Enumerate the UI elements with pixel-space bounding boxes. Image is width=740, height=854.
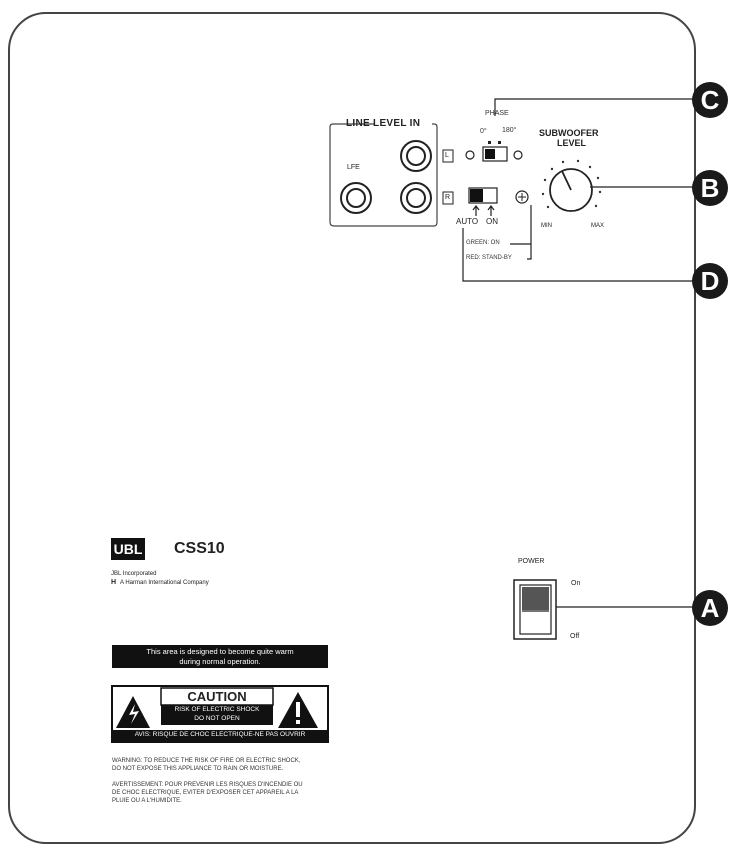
power-on-label: On xyxy=(571,580,581,587)
subwoofer-level-knob xyxy=(541,159,602,212)
subwoofer-level-title-2: LEVEL xyxy=(557,138,587,148)
callout-b: B xyxy=(692,170,728,206)
power-label: POWER xyxy=(518,558,545,565)
warning-line-2: DO NOT EXPOSE THIS APPLIANCE TO RAIN OR … xyxy=(112,766,284,772)
callout-d: D xyxy=(692,263,728,299)
line-level-in-label: LINE LEVEL IN xyxy=(346,118,421,129)
avertissement-line-2: DE CHOC ELECTRIQUE, EVITER D'EXPOSER CET… xyxy=(112,790,299,796)
lfe-rca-jack xyxy=(340,182,372,214)
rear-panel-outline xyxy=(8,12,696,844)
caution-line-1: RISK OF ELECTRIC SHOCK xyxy=(174,706,260,713)
phase-switch xyxy=(465,141,523,162)
power-rocker-switch xyxy=(513,579,557,640)
heat-notice-line-2: during normal operation. xyxy=(179,657,261,666)
caution-footer: AVIS: RISQUE DE CHOC ELECTRIQUE-NE PAS O… xyxy=(134,731,306,738)
company-line-2: A Harman International Company xyxy=(120,580,209,586)
leader-d xyxy=(462,228,693,282)
lfe-label: LFE xyxy=(347,164,360,171)
model-name: CSS10 xyxy=(174,540,225,557)
auto-on-switch xyxy=(468,187,498,216)
subwoofer-level-title-1: SUBWOOFER xyxy=(539,128,599,138)
status-led xyxy=(515,190,529,204)
on-label: ON xyxy=(486,217,498,226)
left-input-label: L xyxy=(445,152,449,159)
level-min-label: MIN xyxy=(541,223,552,229)
green-on-label: GREEN: ON xyxy=(466,240,500,246)
right-rca-jack xyxy=(400,182,454,214)
led-leader xyxy=(527,205,532,260)
power-off-label: Off xyxy=(570,633,580,640)
line-level-in-box xyxy=(329,123,438,227)
auto-label: AUTO xyxy=(456,217,479,226)
jbl-logo: UBL xyxy=(111,538,145,560)
leader-c xyxy=(494,98,693,116)
right-input-label: R xyxy=(445,194,451,201)
callout-a: A xyxy=(692,590,728,626)
red-standby-label: RED: STAND-BY xyxy=(466,255,512,261)
avertissement-line-1: AVERTISSEMENT: POUR PREVENIR LES RISQUES… xyxy=(112,782,303,788)
caution-label-box xyxy=(111,685,329,743)
left-rca-jack xyxy=(400,140,454,172)
warning-line-1: WARNING: TO REDUCE THE RISK OF FIRE OR E… xyxy=(112,758,301,764)
phase-zero-label: 0° xyxy=(480,128,487,135)
company-line-1: JBL Incorporated xyxy=(111,571,157,577)
heat-notice-line-1: This area is designed to become quite wa… xyxy=(146,647,294,656)
caution-title: CAUTION xyxy=(187,689,247,704)
harman-logo-mark: H xyxy=(111,579,117,586)
callout-c: C xyxy=(692,82,728,118)
heat-notice-label: This area is designed to become quite wa… xyxy=(112,645,328,668)
level-max-label: MAX xyxy=(591,223,605,229)
phase-180-label: 180° xyxy=(502,127,517,134)
phase-label: PHASE xyxy=(485,110,509,117)
avertissement-line-3: PLUIE OU A L'HUMIDITE. xyxy=(112,798,182,804)
caution-line-2: DO NOT OPEN xyxy=(194,715,240,722)
